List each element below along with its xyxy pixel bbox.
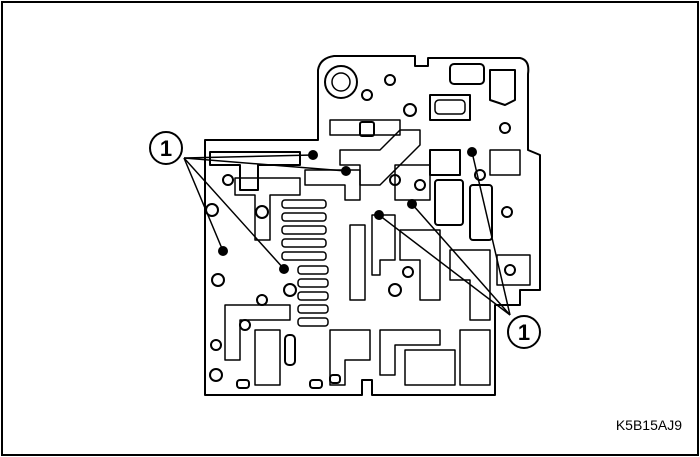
callout-leaders	[183, 151, 511, 316]
valve-bore-slots	[281, 199, 329, 327]
callout-badge: 1	[507, 315, 541, 349]
figure-code: K5B15AJ9	[616, 417, 682, 433]
valve-body-plate	[204, 55, 541, 396]
plate-outline	[204, 55, 541, 396]
callout-circle	[149, 131, 183, 165]
callout-label: 1	[160, 136, 172, 161]
plate-large-bore	[324, 65, 358, 99]
callout-badge: 1	[149, 131, 183, 165]
callout-label: 1	[518, 320, 530, 345]
callout-circle	[507, 315, 541, 349]
